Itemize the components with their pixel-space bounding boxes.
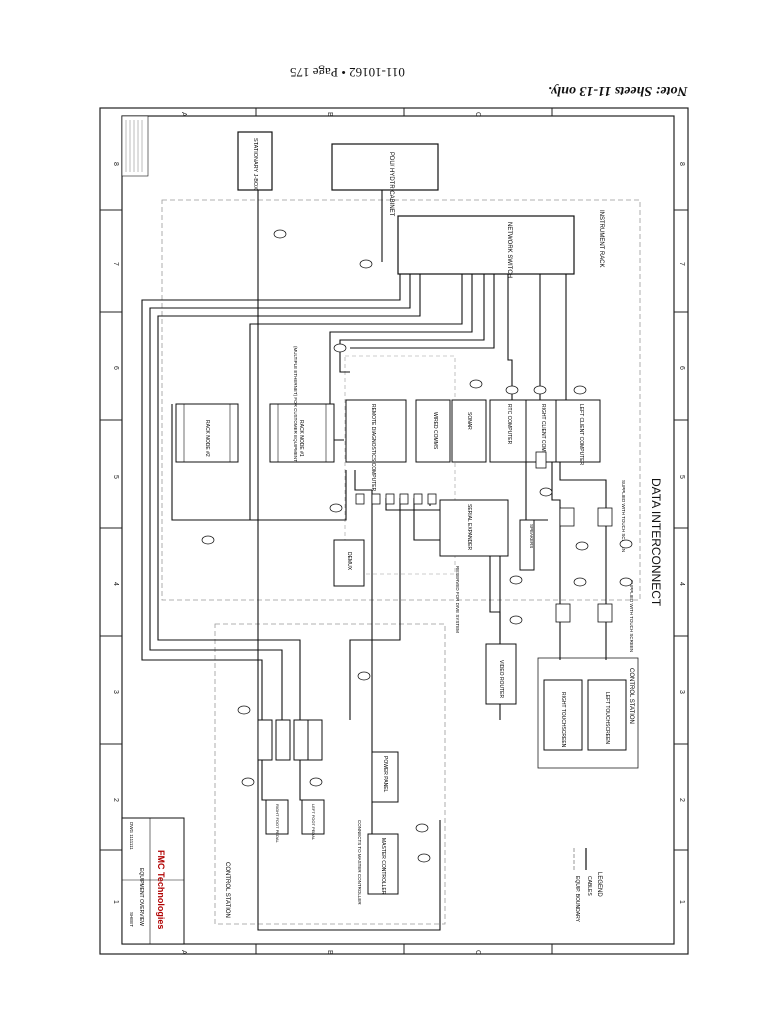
grid-number: 5 <box>112 475 119 479</box>
stationary-jbox-label: STATIONARY J-BOX <box>252 138 258 190</box>
right-touchscreen <box>543 679 583 751</box>
supplied-touch-note-2: SUPPLIED WITH TOUCH SCREEN <box>621 480 626 552</box>
left-foot-pedal-label: LEFT FOOT PEDAL <box>311 804 316 841</box>
serial-expander <box>439 499 509 557</box>
control-station-label-a: CONTROL STATION <box>224 862 230 918</box>
right-client-label: RIGHT CLIENT COMPUTER <box>540 404 546 469</box>
grid-number: 8 <box>678 162 685 166</box>
rack-node-2 <box>175 403 239 463</box>
grid-number: 6 <box>678 366 685 370</box>
sub-boundary <box>344 355 456 575</box>
rtc-computer-label: RTC COMPUTER <box>506 404 512 445</box>
rack-node-1 <box>269 403 335 463</box>
left-client-label: LEFT CLIENT COMPUTER <box>578 404 584 466</box>
supplied-touch-note: SUPPLIED WITH TOUCH SCREEN <box>629 580 634 652</box>
grid-number: 5 <box>678 475 685 479</box>
connector-blocks <box>355 451 613 623</box>
pdu-hydtr-cabinet <box>331 143 439 191</box>
video-router <box>485 643 517 705</box>
right-touchscreen-label: RIGHT TOUCHSCREEN <box>560 692 566 748</box>
title-block: FMC Technologies EQUIPMENT OVERVIEW DWG … <box>121 115 185 945</box>
company-logo: FMC Technologies <box>156 850 166 929</box>
grid-letter: A <box>180 112 187 117</box>
pdu-hydtr-label: PDU/ HYDTR CABINET <box>388 152 394 217</box>
grid-letter: B <box>326 950 333 955</box>
grid-number: 2 <box>112 798 119 802</box>
demux <box>333 539 365 587</box>
grid-ticks <box>100 108 688 954</box>
wired-comms-label: WIRED COMMS <box>432 412 438 450</box>
grid-letter: C <box>474 112 481 117</box>
control-station-boundary-b <box>537 657 639 769</box>
power-panel <box>371 751 399 803</box>
sonar-label: SONAR <box>466 412 472 430</box>
right-foot-pedal <box>265 799 289 835</box>
rack-node-2-label: RACK NODE #2 <box>204 420 210 457</box>
remote-diagnostics-computer <box>345 399 407 463</box>
master-controller-label: MASTER CONTROLLER <box>380 838 386 895</box>
grid-letter: C <box>474 950 481 955</box>
customer-equipment-note: (MULTIPLE ETHERNET) FOR CUSTOMER EQUIPME… <box>293 346 298 462</box>
demux-label: DEMUX <box>346 552 352 571</box>
remote-diagnostics-label: REMOTE DIAGNOSTICS COMPUTER <box>370 404 376 492</box>
right-foot-pedal-label: RIGHT FOOT PEDAL <box>275 804 280 844</box>
grid-number: 8 <box>112 162 119 166</box>
instrument-rack-label: INSTRUMENT RACK <box>598 210 604 268</box>
grid-number: 7 <box>678 262 685 266</box>
left-touchscreen <box>587 679 627 751</box>
cable-tags <box>201 229 633 863</box>
grid-number: 3 <box>112 690 119 694</box>
grid-number: 4 <box>112 582 119 586</box>
legend-title: LEGEND <box>596 872 602 897</box>
rtc-computer <box>489 399 527 463</box>
control-station-label-b: CONTROL STATION <box>628 668 634 724</box>
speakers <box>519 519 535 571</box>
left-foot-pedal <box>301 799 325 835</box>
rack-node-1-label: RACK NODE #1 <box>298 420 304 457</box>
power-panel-label: POWER PANEL <box>382 756 388 793</box>
video-router-label: VIDEO ROUTER <box>498 660 504 698</box>
legend-boundary: EQUIP. BOUNDARY <box>574 876 580 923</box>
title-block-drawing: DWG 1111111 <box>129 822 134 850</box>
pedal-boxes <box>257 719 323 761</box>
grid-letter: B <box>326 112 333 117</box>
control-station-boundary-a <box>214 623 446 925</box>
sonar <box>451 399 487 463</box>
diagram-title: DATA INTERCONNECT <box>649 478 663 607</box>
network-switch-label: NETWORK SWITCH <box>506 222 512 278</box>
grid-number: 7 <box>112 262 119 266</box>
inner-border <box>121 115 675 945</box>
grid-number: 1 <box>112 900 119 904</box>
title-block-sheet: SHEET <box>129 912 134 927</box>
left-client-computer <box>555 399 601 463</box>
grid-number: 4 <box>678 582 685 586</box>
grid-labels: 8 7 6 5 4 3 2 1 8 7 6 5 4 3 2 1 A B C A … <box>112 112 685 955</box>
instrument-rack-boundary <box>161 199 641 601</box>
wired-comms <box>415 399 451 463</box>
serial-expander-label: SERIAL EXPANDER <box>466 504 472 551</box>
cable-bundle <box>141 190 607 931</box>
speakers-label: SPEAKERS <box>529 524 534 548</box>
rack-node-terminals <box>175 403 335 463</box>
grid-number: 2 <box>678 798 685 802</box>
title-block-equipment: EQUIPMENT OVERVIEW <box>138 868 144 926</box>
legend: LEGEND CABLES EQUIP. BOUNDARY <box>573 848 602 923</box>
outer-border <box>99 107 689 955</box>
reserved-dive-note: RESERVED FOR DIVE SYSTEM <box>455 566 460 633</box>
network-switch <box>397 215 575 275</box>
stationary-jbox <box>237 131 273 191</box>
legend-cables: CABLES <box>586 876 592 896</box>
grid-number: 3 <box>678 690 685 694</box>
grid-number: 6 <box>112 366 119 370</box>
connects-master-note: CONNECTS TO MASTER CONTROLLER <box>357 820 362 905</box>
left-touchscreen-label: LEFT TOUCHSCREEN <box>604 692 610 744</box>
grid-letter: A <box>180 950 187 955</box>
grid-number: 1 <box>678 900 685 904</box>
master-controller <box>367 833 399 895</box>
